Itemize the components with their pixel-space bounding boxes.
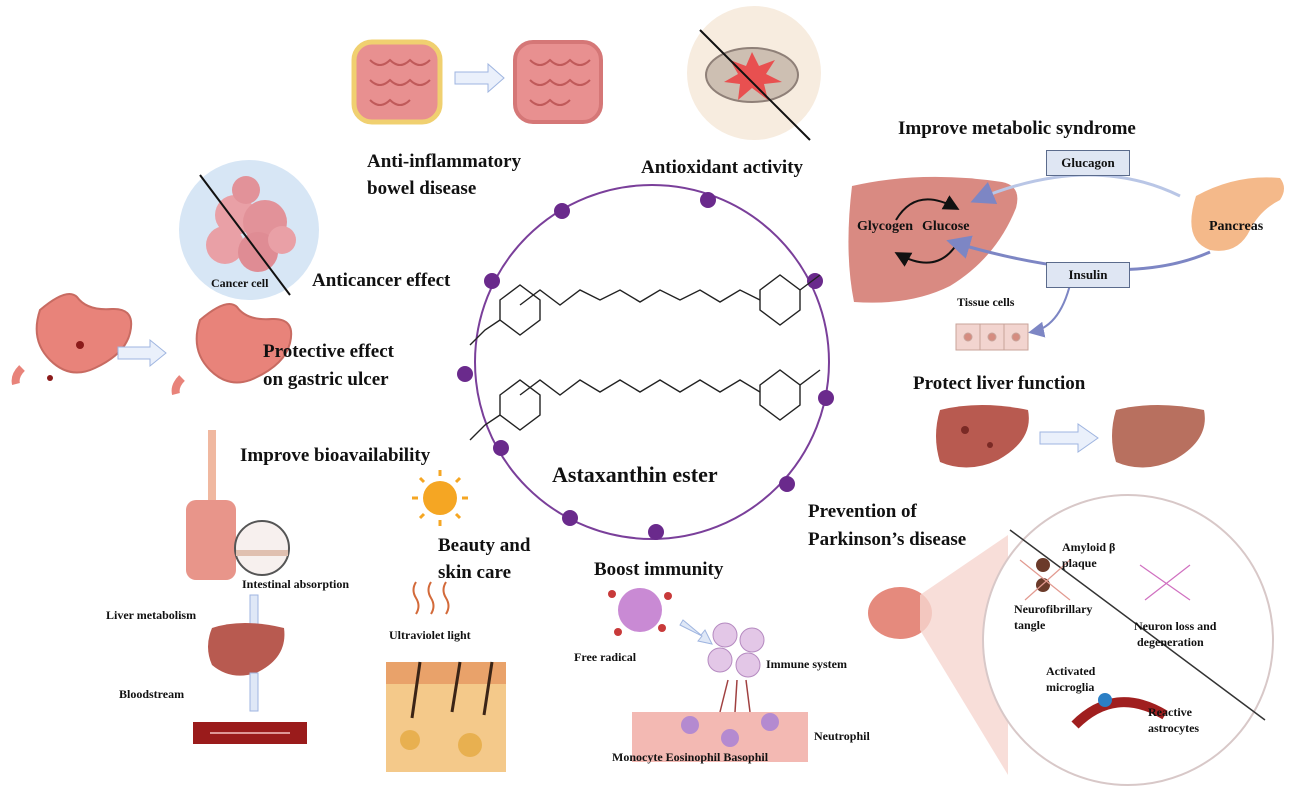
liver-large-illustration xyxy=(848,176,1018,303)
ibd-arrow xyxy=(454,62,505,94)
ibd-label-line2: bowel disease xyxy=(367,178,477,199)
neuron-label-line2: degeneration xyxy=(1137,635,1204,649)
beauty-label-line1: Beauty and xyxy=(438,535,531,556)
neutrophil-label: Neutrophil xyxy=(814,729,870,743)
astro-label-line1: Reactive xyxy=(1148,705,1192,719)
parkinson-label-line1: Prevention of xyxy=(808,501,917,522)
immune-arrows xyxy=(719,679,751,713)
neuron-label-line1: Neuron loss and xyxy=(1134,619,1217,633)
pancreas-label: Pancreas xyxy=(1209,219,1264,234)
intestine-healthy-illustration xyxy=(513,40,603,124)
immune-cells-label: Monocyte Eosinophil Basophil xyxy=(612,750,769,764)
brain-illustration xyxy=(868,587,932,639)
liver-healthy-illustration xyxy=(1112,405,1205,468)
ibd-label-line1: Anti-inflammatory xyxy=(367,151,522,172)
brain-zoom-cone xyxy=(920,535,1008,775)
intestine-inflamed-illustration xyxy=(351,39,443,125)
free-radical-label: Free radical xyxy=(574,650,637,664)
nft-label-line1: Neurofibrillary xyxy=(1014,602,1093,616)
sun-icon xyxy=(412,470,468,526)
uv-label: Ultraviolet light xyxy=(389,628,471,642)
pancreas-illustration xyxy=(1191,177,1284,251)
brain-zoom-panel xyxy=(982,494,1274,786)
liver-label: Protect liver function xyxy=(913,373,1086,394)
microglia-label-line2: microglia xyxy=(1046,680,1095,694)
gastric-label-line1: Protective effect xyxy=(263,341,394,362)
cancer-cell-illustration xyxy=(179,160,319,300)
stomach-ulcer-illustration xyxy=(11,293,133,385)
glucagon-box: Glucagon xyxy=(1046,150,1130,176)
molecule-structures xyxy=(469,274,821,441)
blood-vessel-wall-illustration xyxy=(632,712,808,762)
amyloid-label-line2: plaque xyxy=(1062,556,1097,570)
antioxidant-label: Antioxidant activity xyxy=(641,157,804,178)
bloodstream-label: Bloodstream xyxy=(119,687,185,701)
glycogen-label: Glycogen xyxy=(857,219,913,234)
liver-metabolism-label: Liver metabolism xyxy=(106,608,197,622)
cancer-cell-label: Cancer cell xyxy=(211,276,269,290)
nft-label-line2: tangle xyxy=(1014,618,1046,632)
tissue-cells-label: Tissue cells xyxy=(957,295,1015,309)
liver-small-illustration xyxy=(208,623,285,676)
immune-cells-illustration xyxy=(707,622,765,678)
skin-cross-section-illustration xyxy=(386,661,506,772)
ring-dots xyxy=(457,192,834,540)
uv-rays xyxy=(412,581,450,615)
amyloid-label-line1: Amyloid β xyxy=(1062,540,1116,554)
microglia-label-line1: Activated xyxy=(1046,664,1096,678)
stomach-healthy-illustration xyxy=(171,303,293,395)
immune-system-label: Immune system xyxy=(766,657,847,671)
central-ring xyxy=(474,184,830,540)
beauty-label-line2: skin care xyxy=(438,562,512,583)
liver-arrow xyxy=(1039,423,1099,453)
immunity-arrow xyxy=(679,619,713,645)
tissue-cells-illustration xyxy=(955,323,1029,351)
mitochondria-illustration xyxy=(687,6,821,141)
immunity-label: Boost immunity xyxy=(594,559,724,580)
intestinal-label: Intestinal absorption xyxy=(242,577,350,591)
anticancer-label: Anticancer effect xyxy=(312,270,451,291)
free-radical-cell-illustration xyxy=(608,588,672,636)
bioavailability-label: Improve bioavailability xyxy=(240,445,431,466)
gastric-arrow xyxy=(117,338,167,368)
bioavail-arrow-2 xyxy=(249,672,259,712)
digestive-system-illustration xyxy=(186,430,290,580)
insulin-box: Insulin xyxy=(1046,262,1130,288)
parkinson-label-line2: Parkinson’s disease xyxy=(808,529,967,550)
gastric-label-line2: on gastric ulcer xyxy=(263,369,389,390)
glucose-label: Glucose xyxy=(922,219,970,234)
bioavail-arrow-1 xyxy=(249,594,259,628)
liver-damaged-illustration xyxy=(936,405,1029,468)
center-title: Astaxanthin ester xyxy=(552,462,718,487)
metabolic-label: Improve metabolic syndrome xyxy=(898,118,1136,139)
astro-label-line2: astrocytes xyxy=(1148,721,1200,735)
